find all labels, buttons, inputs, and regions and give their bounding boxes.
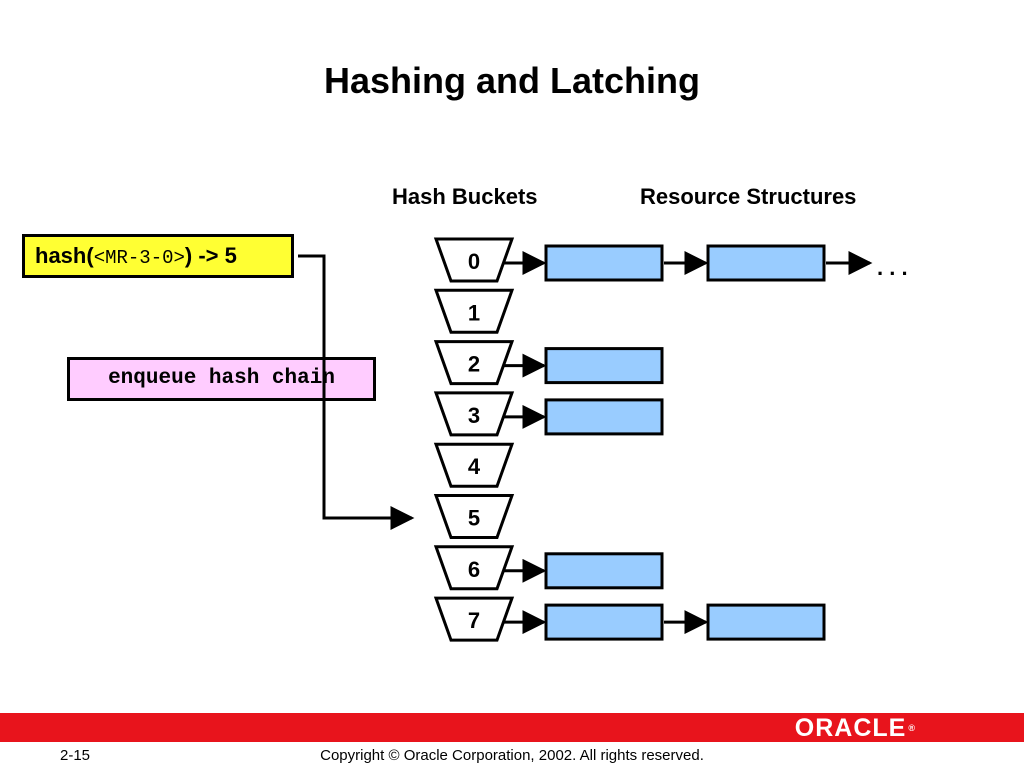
hash-prefix: hash(: [35, 243, 94, 268]
oracle-logo: ORACLE®: [794, 714, 916, 742]
hash-route-line: [298, 254, 415, 530]
resource-structure: [544, 603, 664, 641]
resource-structure: [544, 552, 664, 590]
hash-buckets-heading: Hash Buckets: [392, 184, 538, 209]
resource-structure: [706, 244, 826, 282]
bucket-label: 6: [468, 557, 480, 582]
footer-bar: [0, 713, 1024, 742]
bucket-label: 0: [468, 249, 480, 274]
bucket-label: 7: [468, 608, 480, 633]
hash-key: <MR-3-0>: [93, 247, 185, 269]
hash-function-box: hash(<MR-3-0>) -> 5: [22, 234, 294, 278]
hash-bucket-5: 5: [433, 494, 515, 539]
resource-structure: [544, 398, 664, 436]
resource-structures-heading: Resource Structures: [640, 184, 857, 209]
bucket-label: 2: [468, 352, 480, 377]
chain-continuation: . . .: [877, 255, 908, 280]
bucket-label: 4: [468, 454, 481, 479]
resource-structure: [544, 347, 664, 385]
resource-structure: [706, 603, 826, 641]
hash-bucket-4: 4: [433, 442, 515, 488]
slide-title: Hashing and Latching: [323, 60, 700, 101]
page-number: 2-15: [60, 747, 91, 764]
hash-bucket-2: 2: [433, 340, 664, 386]
bucket-label: 5: [468, 506, 480, 531]
copyright: Copyright © Oracle Corporation, 2002. Al…: [320, 747, 704, 764]
bucket-label: 3: [468, 403, 480, 428]
hash-bucket-1: 1: [433, 288, 515, 334]
hash-result: ) -> 5: [184, 243, 237, 268]
bucket-label: 1: [468, 300, 480, 325]
hash-bucket-7: 7: [433, 596, 826, 642]
hash-bucket-0: 0: [433, 237, 873, 283]
hash-bucket-3: 3: [433, 391, 664, 437]
hash-bucket-6: 6: [433, 545, 664, 591]
resource-structure: [544, 244, 664, 282]
